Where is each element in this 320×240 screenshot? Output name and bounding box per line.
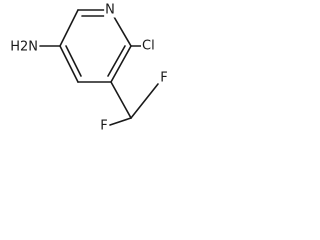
bond-c3-chf2 [110,81,132,119]
atom-label-backing [141,38,156,54]
atom-label-backing [104,2,116,18]
double-bond-c2-c3 [107,45,126,77]
bond-c4-c5 [59,45,79,83]
bond-chf2-f-upper [130,83,159,119]
bond-c5-c6 [59,9,79,47]
atom-fluorine-upper: F [160,71,167,86]
double-bond-c4-c5 [65,45,82,77]
atom-fluorine-lower: F [100,119,107,134]
atom-chlorine: Cl [142,39,155,54]
bond-c2-c3 [110,45,132,83]
atom-label-backing [99,118,109,134]
chemical-structure: N Cl H2N F F [9,2,169,134]
atom-nitrogen-ring: N [105,3,115,18]
atom-label-backing [9,39,39,55]
atom-label-backing [159,70,169,86]
bond-chf2-f-lower [109,117,132,126]
atom-amine: H2N [10,40,38,55]
